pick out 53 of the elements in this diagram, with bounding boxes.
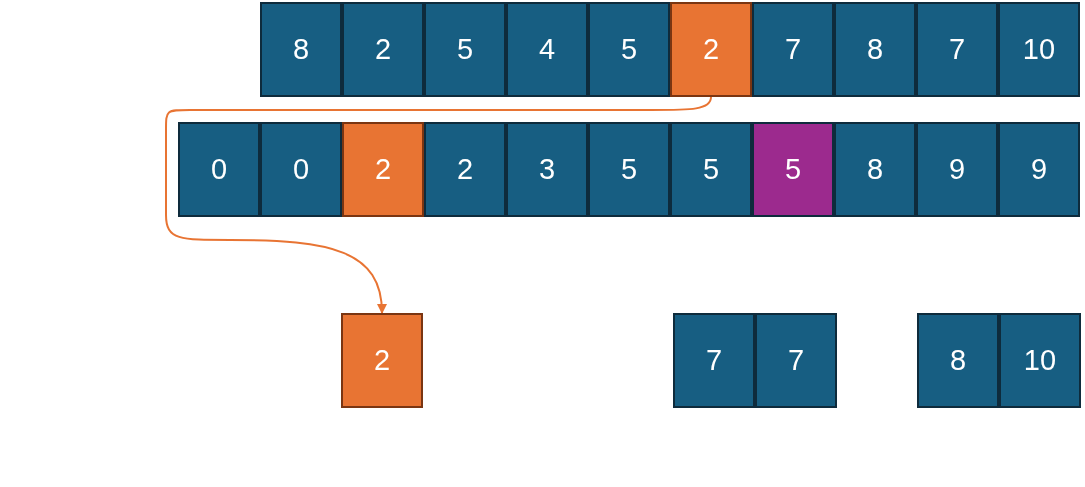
cell-value: 7	[787, 344, 805, 377]
cell-value: 7	[784, 33, 802, 66]
cell-value: 2	[373, 344, 391, 377]
array-cell	[670, 122, 752, 217]
cell-value: 10	[1022, 33, 1056, 66]
cell-value: 9	[1030, 153, 1048, 186]
array-cell	[341, 313, 423, 408]
cell-value: 3	[538, 153, 556, 186]
cell-value: 7	[948, 33, 966, 66]
array-cell	[670, 2, 752, 97]
array-cell	[916, 122, 998, 217]
cell-value: 0	[292, 153, 310, 186]
array-cell	[506, 2, 588, 97]
array-cell	[342, 122, 424, 217]
array-cell	[999, 313, 1081, 408]
array-cell	[342, 2, 424, 97]
array-cell	[260, 2, 342, 97]
cell-value: 9	[948, 153, 966, 186]
array-cell	[916, 2, 998, 97]
array-cell	[834, 122, 916, 217]
array-cell	[424, 2, 506, 97]
array-cell	[834, 2, 916, 97]
array-cell	[998, 122, 1080, 217]
cell-value: 8	[866, 153, 884, 186]
cell-value: 5	[620, 153, 638, 186]
cell-value: 8	[292, 33, 310, 66]
array-cell	[917, 313, 999, 408]
array-cell	[178, 122, 260, 217]
cell-value: 2	[374, 33, 392, 66]
array-cell	[752, 122, 834, 217]
cell-value: 5	[620, 33, 638, 66]
cell-value: 7	[705, 344, 723, 377]
array-cell	[588, 122, 670, 217]
cell-value: 4	[538, 33, 556, 66]
array-cell	[998, 2, 1080, 97]
array-cell	[260, 122, 342, 217]
array-cell	[588, 2, 670, 97]
cell-value: 8	[866, 33, 884, 66]
arrow	[165, 96, 712, 314]
cell-value: 5	[456, 33, 474, 66]
cell-value: 2	[374, 153, 392, 186]
array-cell	[506, 122, 588, 217]
cell-value: 5	[702, 153, 720, 186]
cell-value: 0	[210, 153, 228, 186]
cell-value: 2	[456, 153, 474, 186]
array-cell	[673, 313, 755, 408]
array-cell	[752, 2, 834, 97]
array-cell	[755, 313, 837, 408]
cell-value: 10	[1023, 344, 1057, 377]
cell-value: 2	[702, 33, 720, 66]
cell-value: 8	[949, 344, 967, 377]
array-cell	[424, 122, 506, 217]
cell-value: 5	[784, 153, 802, 186]
